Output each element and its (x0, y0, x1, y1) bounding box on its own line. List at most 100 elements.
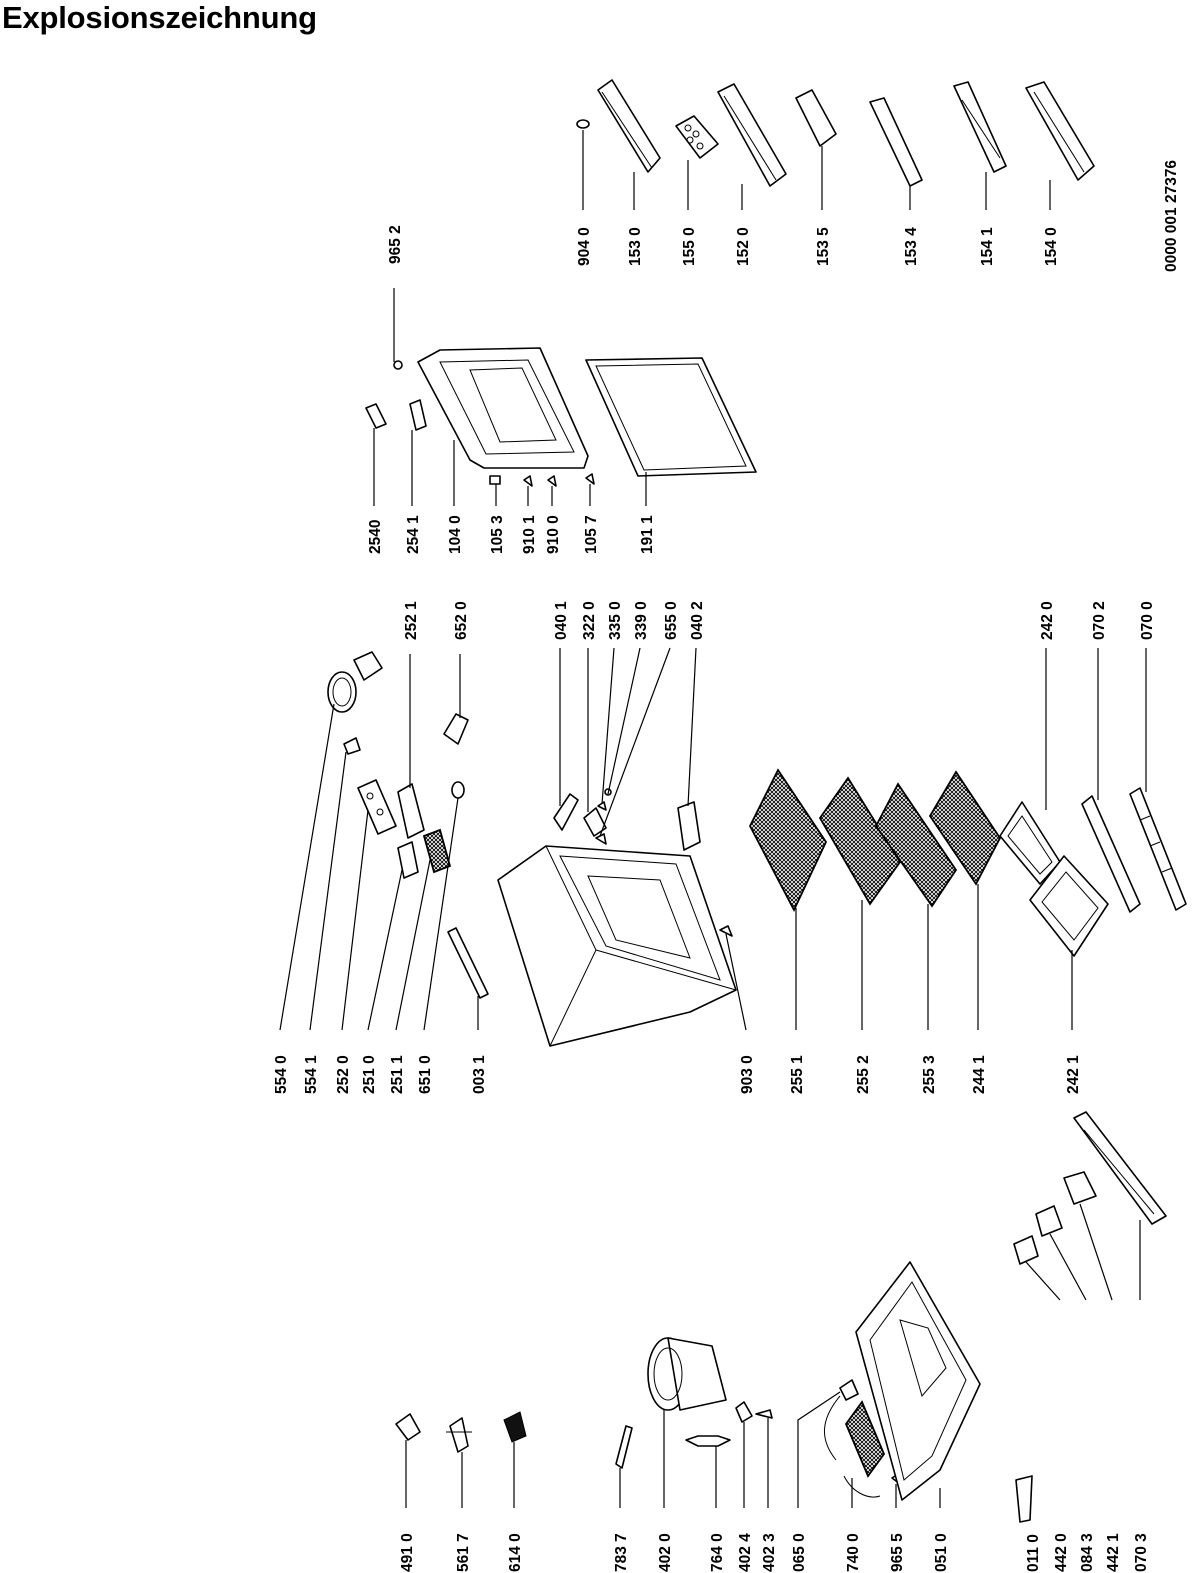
label-255-1: 255 1 (789, 1055, 806, 1094)
part-cabinet-drawing (497, 845, 737, 1047)
part-402-3-drawing (755, 1409, 773, 1419)
label-254-1: 254 1 (405, 515, 422, 554)
label-252-1: 252 1 (403, 601, 420, 640)
part-910-0-drawing (547, 475, 557, 487)
part-252-1-drawing (397, 783, 425, 839)
label-783-7: 783 7 (613, 1533, 630, 1572)
part-244-1-drawing (928, 770, 1002, 886)
label-153-4: 153 4 (903, 227, 920, 266)
part-154-0-drawing (1025, 81, 1095, 181)
label-2540: 2540 (367, 520, 384, 554)
part-003-1-drawing (447, 927, 489, 999)
part-254-1-drawing (409, 399, 427, 431)
part-242-1-drawing (1029, 855, 1109, 957)
label-402-4: 402 4 (737, 1533, 754, 1572)
label-152-0: 152 0 (735, 227, 752, 266)
part-153-5-drawing (795, 89, 837, 147)
part-011-0-drawing (1015, 1475, 1033, 1523)
label-554-0: 554 0 (273, 1055, 290, 1094)
part-910-1-drawing (523, 475, 533, 487)
part-255-3-drawing (874, 782, 958, 908)
label-442-0: 442 0 (1053, 1533, 1070, 1572)
label-070-2: 070 2 (1091, 601, 1108, 640)
label-764-0: 764 0 (709, 1533, 726, 1572)
part-442-0-drawing (1013, 1235, 1039, 1265)
leader-lines (279, 130, 1147, 1508)
part-153-4-drawing (869, 97, 923, 187)
label-105-3: 105 3 (489, 515, 506, 554)
part-labels: 904 0 153 0 155 0 152 0 153 5 153 4 154 … (273, 160, 1180, 1572)
part-104-0-drawing (417, 347, 589, 469)
label-965-5: 965 5 (889, 1533, 906, 1572)
part-051-0-drawing (855, 1261, 981, 1501)
label-402-3: 402 3 (761, 1533, 778, 1572)
label-255-3: 255 3 (921, 1055, 938, 1094)
part-070-2-drawing (1081, 795, 1141, 913)
part-153-0-drawing (597, 79, 661, 173)
part-040-2-drawing (677, 801, 701, 851)
label-153-0: 153 0 (627, 227, 644, 266)
label-105-7: 105 7 (583, 515, 600, 554)
label-652-0: 652 0 (453, 601, 470, 640)
part-322-0-drawing (583, 807, 607, 837)
part-764-0-drawing (685, 1435, 731, 1447)
part-105-3-drawing (489, 475, 501, 485)
label-255-2: 255 2 (855, 1055, 872, 1094)
label-655-0: 655 0 (663, 601, 680, 640)
label-903-0: 903 0 (739, 1055, 756, 1094)
part-040-1-drawing (553, 793, 579, 831)
label-339-0: 339 0 (633, 601, 650, 640)
part-402-0-drawing (647, 1337, 727, 1411)
label-614-0: 614 0 (507, 1533, 524, 1572)
part-783-7-drawing (615, 1425, 633, 1469)
label-070-3: 070 3 (1133, 1533, 1150, 1572)
part-965-2-drawing (393, 360, 403, 370)
label-040-1: 040 1 (553, 601, 570, 640)
part-105-7-drawing (585, 473, 595, 485)
label-251-0: 251 0 (361, 1055, 378, 1094)
part-903-0-drawing (719, 925, 733, 937)
label-191-1: 191 1 (639, 515, 656, 554)
label-154-0: 154 0 (1043, 227, 1060, 266)
part-152-0-drawing (717, 83, 787, 187)
part-554-0-drawing (327, 651, 383, 713)
part-154-1-drawing (953, 81, 1007, 173)
label-252-0: 252 0 (335, 1055, 352, 1094)
part-652-0-drawing (443, 713, 469, 745)
label-244-1: 244 1 (971, 1055, 988, 1094)
part-655-0-drawing (595, 833, 607, 845)
label-154-1: 154 1 (979, 227, 996, 266)
label-242-0: 242 0 (1039, 601, 1056, 640)
label-322-0: 322 0 (581, 601, 598, 640)
label-242-1: 242 1 (1065, 1055, 1082, 1094)
part-255-2-drawing (818, 776, 902, 906)
part-402-4-drawing (735, 1401, 753, 1423)
label-491-0: 491 0 (399, 1533, 416, 1572)
label-442-1: 442 1 (1105, 1533, 1122, 1572)
part-191-1-drawing (585, 357, 757, 477)
label-003-1: 003 1 (471, 1055, 488, 1094)
part-442-1-drawing (1063, 1171, 1097, 1205)
label-740-0: 740 0 (845, 1533, 862, 1572)
label-402-0: 402 0 (657, 1533, 674, 1572)
part-251-0-drawing (397, 841, 419, 879)
label-651-0: 651 0 (417, 1055, 434, 1094)
label-040-2: 040 2 (689, 601, 706, 640)
part-904-0-drawing (576, 119, 590, 129)
label-561-7: 561 7 (455, 1533, 472, 1572)
label-084-3: 084 3 (1079, 1533, 1096, 1572)
label-251-1: 251 1 (389, 1055, 406, 1094)
part-554-1-drawing (343, 737, 361, 755)
label-155-0: 155 0 (681, 227, 698, 266)
label-104-0: 104 0 (447, 515, 464, 554)
page-title: Explosionszeichnung (2, 0, 317, 35)
label-910-1: 910 1 (521, 515, 538, 554)
label-910-0: 910 0 (545, 515, 562, 554)
part-2540-drawing (365, 403, 387, 429)
part-255-1-drawing (748, 768, 828, 913)
part-491-0-drawing (395, 1413, 421, 1441)
label-965-2: 965 2 (387, 225, 404, 264)
part-251-1-drawing (422, 828, 452, 874)
label-070-0: 070 0 (1139, 601, 1156, 640)
part-070-3-drawing (1073, 1111, 1167, 1225)
